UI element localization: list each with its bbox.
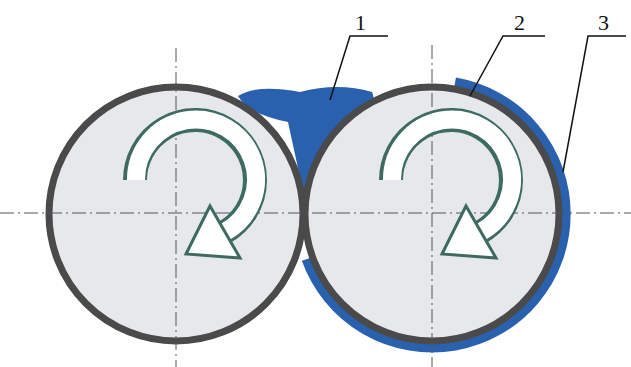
leader-lines <box>330 36 626 172</box>
callout-number: 1 <box>355 12 366 34</box>
callout-number: 3 <box>598 12 609 34</box>
callout-number: 2 <box>514 12 525 34</box>
center-lines <box>0 45 631 367</box>
left-roller <box>49 87 303 341</box>
rotation-arrow <box>135 119 256 258</box>
rotation-arrow <box>391 119 512 258</box>
